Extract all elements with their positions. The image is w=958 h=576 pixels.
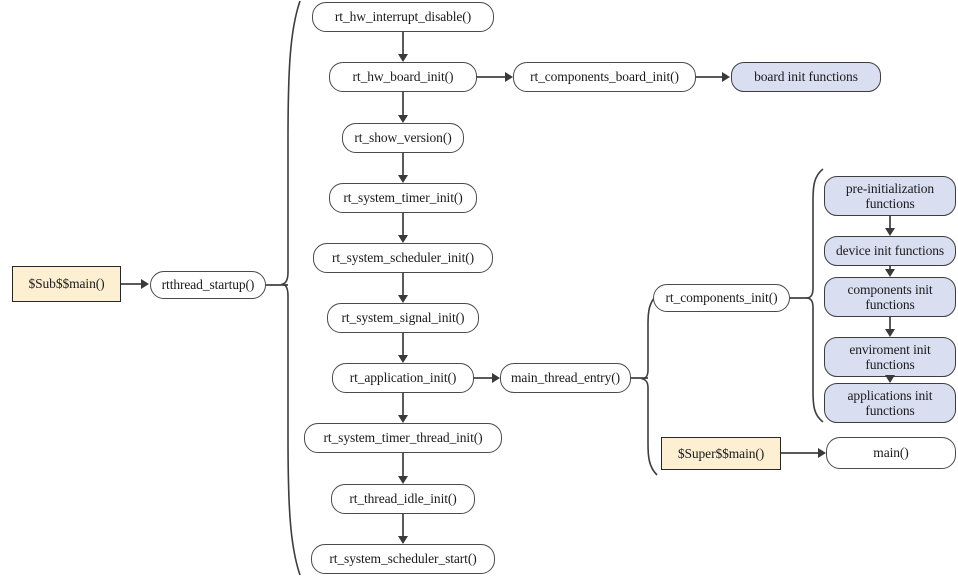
connector-board-init-to-components-board — [477, 76, 507, 78]
connector-sub-main-to-startup — [121, 283, 143, 285]
node-label: applications init functions — [847, 387, 933, 418]
node-rt-system-scheduler-start: rt_system_scheduler_start() — [311, 544, 495, 574]
node-rt-system-scheduler-init: rt_system_scheduler_init() — [313, 243, 493, 273]
node-rt-application-init: rt_application_init() — [332, 363, 474, 393]
node-rt-hw-board-init: rt_hw_board_init() — [329, 62, 477, 92]
node-label: rt_show_version() — [354, 130, 452, 146]
node-main-label: main() — [873, 445, 909, 461]
node-super-main: $Super$$main() — [661, 437, 781, 470]
connector-components-board-to-board-funcs — [696, 76, 726, 78]
node-arrowhead-0 — [398, 54, 408, 62]
node-label: rt_hw_board_init() — [352, 69, 454, 85]
node-arrowhead-3 — [885, 375, 895, 383]
arrowhead-super-main-to-main — [818, 448, 826, 458]
node-label: rt_hw_interrupt_disable() — [334, 9, 472, 25]
node-label: rt_application_init() — [349, 370, 457, 386]
node-connector-2 — [402, 153, 404, 177]
node-connector-0 — [889, 216, 891, 230]
node-rt-components-board-init-label: rt_components_board_init() — [530, 69, 679, 85]
node-rt-thread-idle-init: rt_thread_idle_init() — [331, 484, 475, 514]
connector-main-thread-entry-to-brace — [631, 377, 648, 379]
node-rt-components-init: rt_components_init() — [653, 284, 790, 312]
node-super-main-label: $Super$$main() — [677, 445, 765, 461]
node-rt-system-timer-init: rt_system_timer_init() — [329, 183, 477, 213]
connector-components-init-to-stages-brace — [790, 297, 810, 299]
arrowhead-application-init-to-main-thread-entry — [492, 373, 500, 383]
node-main-thread-entry-label: main_thread_entry() — [510, 370, 621, 386]
node-arrowhead-1 — [398, 115, 408, 123]
node-label: rt_system_scheduler_start() — [329, 551, 477, 567]
node-rtthread-startup: rtthread_startup() — [150, 271, 266, 299]
node-label: rt_system_scheduler_init() — [331, 250, 475, 266]
node-board-init-functions-label: board init functions — [754, 69, 858, 85]
node-label: pre-initialization functions — [845, 180, 935, 211]
node-arrowhead-2 — [885, 329, 895, 337]
arrowhead-components-board-to-board-funcs — [722, 72, 730, 82]
node-main: main() — [826, 437, 956, 469]
node-sub-main: $Sub$$main() — [12, 266, 121, 302]
node-board-init-functions: board init functions — [731, 62, 881, 92]
node-applications-init-functions: applications init functions — [824, 383, 956, 423]
node-connector-0 — [402, 32, 404, 56]
node-pre-initialization-functions: pre-initialization functions — [824, 176, 956, 216]
node-rt-hw-interrupt-disable: rt_hw_interrupt_disable() — [312, 2, 494, 32]
node-rt-system-signal-init: rt_system_signal_init() — [327, 303, 479, 333]
node-label: enviroment init functions — [849, 341, 931, 372]
node-connector-1 — [889, 266, 891, 271]
connector-application-init-to-main-thread-entry — [474, 377, 498, 379]
node-connector-4 — [402, 273, 404, 297]
node-label: rt_system_timer_init() — [343, 190, 463, 206]
node-label: rt_system_timer_thread_init() — [323, 430, 483, 446]
arrowhead-sub-main-to-startup — [141, 279, 149, 289]
node-connector-5 — [402, 333, 404, 357]
node-connector-6 — [402, 393, 404, 417]
arrowhead-board-init-to-components-board — [505, 72, 513, 82]
node-arrowhead-6 — [398, 415, 408, 423]
brace-main-thread-entry — [636, 294, 660, 476]
node-rtthread-startup-label: rtthread_startup() — [161, 277, 255, 293]
node-arrowhead-2 — [398, 175, 408, 183]
connector-super-main-to-main — [781, 452, 822, 454]
node-rt-show-version: rt_show_version() — [342, 123, 464, 153]
node-rt-components-board-init: rt_components_board_init() — [513, 62, 696, 92]
node-components-init-functions: components init functions — [824, 277, 956, 317]
brace-component-init-stages — [799, 168, 825, 423]
node-label: components init functions — [847, 281, 933, 312]
node-connector-2 — [889, 317, 891, 331]
node-connector-1 — [402, 92, 404, 117]
node-connector-3 — [402, 213, 404, 237]
node-arrowhead-8 — [398, 536, 408, 544]
node-connector-8 — [402, 514, 404, 538]
node-arrowhead-0 — [885, 228, 895, 236]
node-arrowhead-4 — [398, 295, 408, 303]
node-label: rt_system_signal_init() — [341, 310, 465, 326]
node-sub-main-label: $Sub$$main() — [28, 276, 105, 292]
node-arrowhead-5 — [398, 355, 408, 363]
node-label: rt_thread_idle_init() — [349, 491, 457, 507]
node-connector-7 — [402, 453, 404, 478]
node-rt-components-init-label: rt_components_init() — [665, 290, 778, 306]
brace-startup-sequence — [270, 0, 302, 576]
node-rt-system-timer-thread-init: rt_system_timer_thread_init() — [304, 423, 502, 453]
node-main-thread-entry: main_thread_entry() — [500, 363, 631, 393]
node-arrowhead-1 — [885, 269, 895, 277]
node-arrowhead-3 — [398, 235, 408, 243]
connector-startup-to-brace — [266, 284, 288, 286]
node-label: device init functions — [835, 243, 945, 259]
node-device-init-functions: device init functions — [824, 236, 956, 266]
node-arrowhead-7 — [398, 476, 408, 484]
node-enviroment-init-functions: enviroment init functions — [824, 337, 956, 377]
